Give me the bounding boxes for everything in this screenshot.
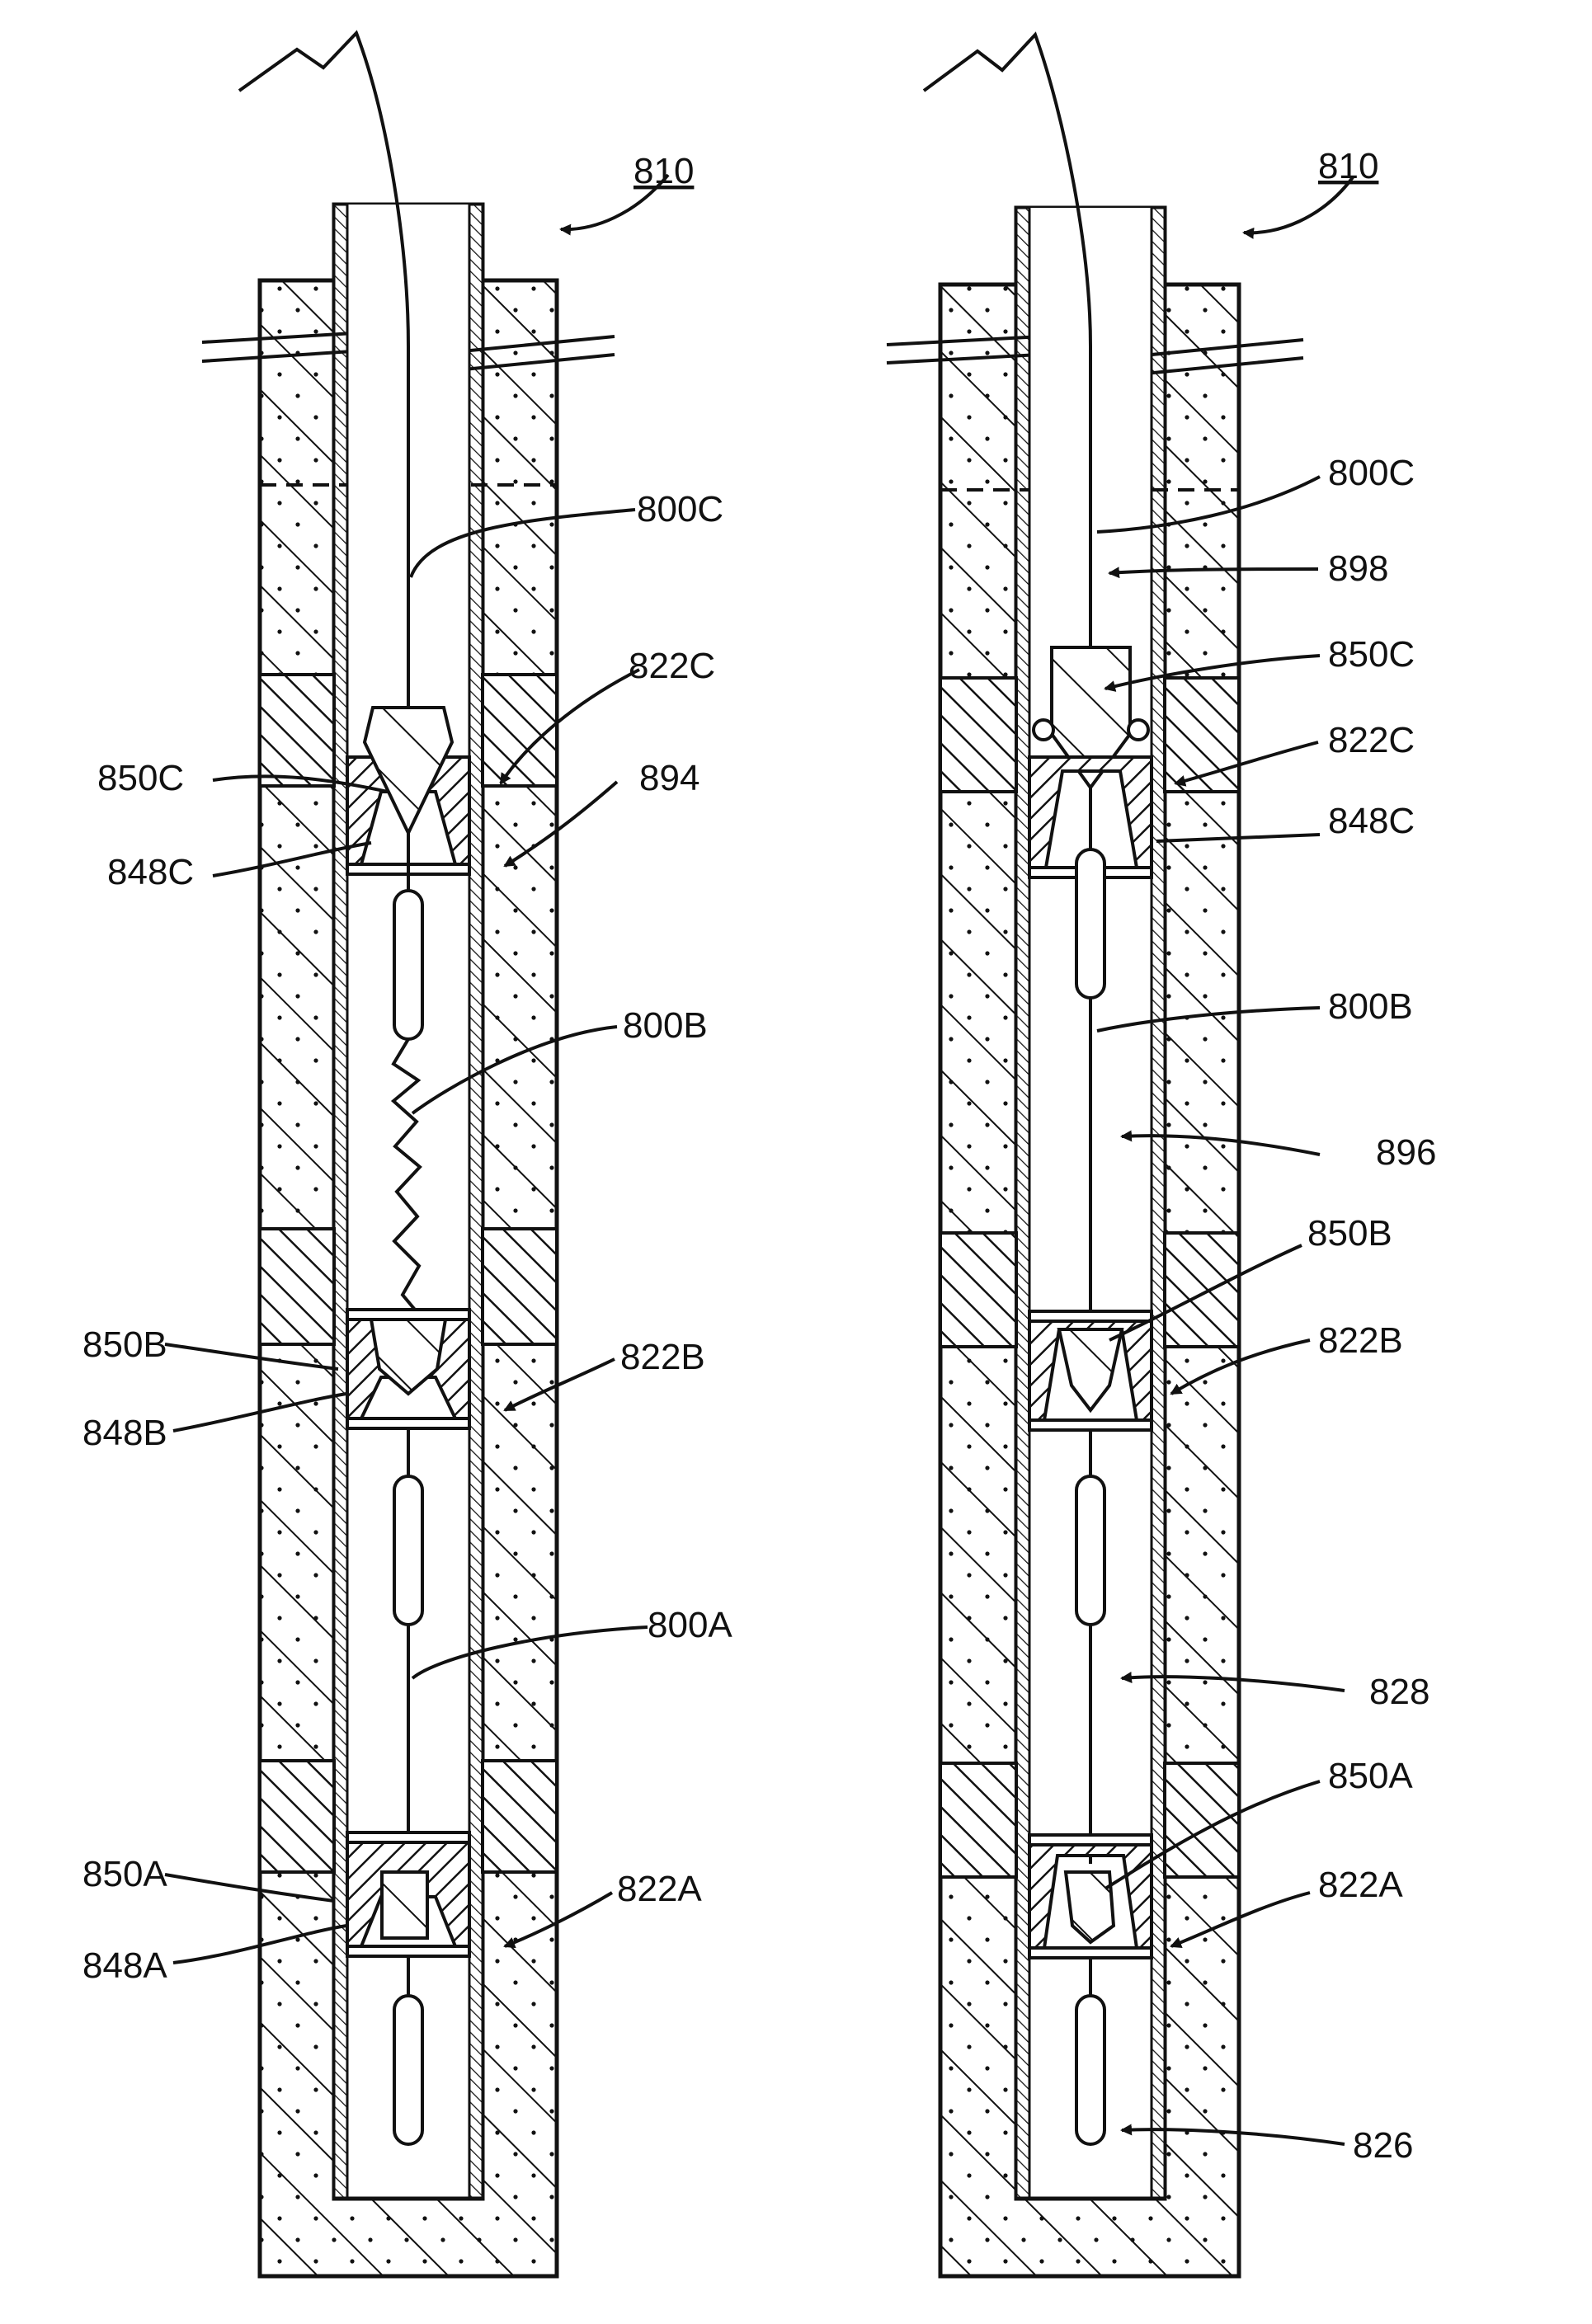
label-800B: 800B	[623, 1005, 708, 1046]
label-800A: 800A	[648, 1605, 732, 1645]
label-822C: 822C	[629, 646, 715, 686]
label-848A: 848A	[82, 1945, 167, 1986]
label-850C: 850C	[97, 758, 184, 798]
label-822B: 822B	[1318, 1320, 1403, 1361]
left-well-section: 810 800C 822C 850C 894 848C 800B 850B 82…	[82, 33, 732, 2276]
label-822B: 822B	[620, 1337, 705, 1377]
label-850B: 850B	[1307, 1213, 1392, 1254]
label-848B: 848B	[82, 1413, 167, 1453]
label-828: 828	[1369, 1672, 1430, 1712]
label-850A: 850A	[82, 1854, 167, 1894]
label-848C: 848C	[107, 852, 194, 892]
label-822A: 822A	[1318, 1865, 1403, 1905]
label-822A: 822A	[617, 1869, 702, 1909]
label-826: 826	[1353, 2125, 1413, 2166]
left-seat-a	[347, 1832, 469, 1956]
label-896: 896	[1376, 1132, 1436, 1173]
label-848C: 848C	[1328, 801, 1415, 841]
label-850B: 850B	[82, 1324, 167, 1365]
left-ref-810: 810	[634, 151, 694, 191]
right-ref-810: 810	[1318, 146, 1378, 186]
label-894: 894	[639, 758, 699, 798]
label-822C: 822C	[1328, 720, 1415, 760]
label-800C: 800C	[1328, 453, 1415, 493]
label-800B: 800B	[1328, 986, 1413, 1027]
label-898: 898	[1328, 548, 1388, 589]
label-800C: 800C	[637, 489, 723, 529]
right-labels: 810 800C 898 850C 822C 848C 800B 896 850…	[1307, 146, 1436, 2166]
label-850A: 850A	[1328, 1756, 1413, 1796]
right-well-section: 810 800C 898 850C 822C 848C 800B 896 850…	[887, 35, 1436, 2276]
label-850C: 850C	[1328, 634, 1415, 675]
